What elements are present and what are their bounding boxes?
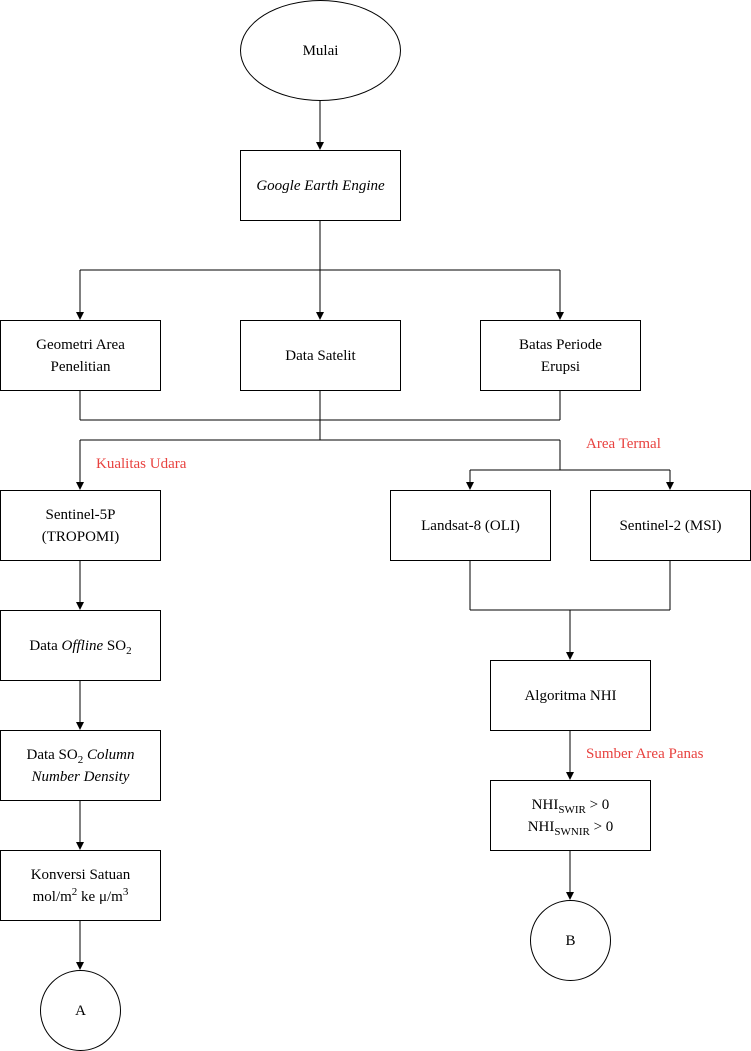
google-earth-engine-box: Google Earth Engine (240, 150, 401, 221)
konversi-mid: ke μ/m (77, 888, 123, 905)
colnum-sub: 2 (77, 753, 84, 766)
offline-italic: Offline (61, 637, 104, 654)
konversi-sup1: 2 (71, 885, 78, 898)
offline-sub: 2 (126, 644, 132, 657)
nhi-condition-box: NHISWIR > 0 NHISWNIR > 0 (490, 780, 651, 851)
algoritma-nhi-box: Algoritma NHI (490, 660, 651, 731)
konversi-satuan-box: Konversi Satuan mol/m2 ke μ/m3 (0, 850, 161, 921)
konversi-mol: mol/m (32, 888, 72, 905)
data-satelit-box: Data Satelit (240, 320, 401, 391)
start-terminal: Mulai (240, 0, 401, 101)
colnum-italic2: Number Density (31, 768, 130, 785)
start-label: Mulai (302, 42, 339, 59)
nhi-cond2: NHISWNIR > 0 (528, 816, 614, 838)
konversi-line1: Konversi Satuan (30, 866, 131, 883)
sumber-area-panas-label: Sumber Area Panas (586, 746, 704, 762)
sentinel2-label: Sentinel-2 (MSI) (619, 517, 722, 534)
connector-a-label: A (75, 1002, 86, 1019)
offline-label: Data Offline SO2 (29, 635, 131, 657)
gee-label: Google Earth Engine (256, 177, 385, 194)
connector-b-label: B (565, 932, 576, 949)
data-satelit-label: Data Satelit (285, 347, 356, 364)
geometri-label-line1: Geometri Area (36, 336, 125, 353)
nhi-cond1-base: NHI (531, 796, 559, 813)
nhi-cond1-rest: > 0 (585, 796, 610, 813)
column-number-density-box: Data SO2 Column Number Density (0, 730, 161, 801)
batas-periode-box: Batas Periode Erupsi (480, 320, 641, 391)
offline-pre: Data (29, 637, 62, 654)
area-termal-label: Area Termal (586, 436, 661, 452)
data-offline-so2-box: Data Offline SO2 (0, 610, 161, 681)
kualitas-udara-label: Kualitas Udara (96, 456, 187, 472)
colnum-line1: Data SO2 Column (26, 744, 134, 766)
batas-label-line1: Batas Periode (519, 336, 602, 353)
nhi-algo-label: Algoritma NHI (524, 687, 617, 704)
batas-label-line2: Erupsi (540, 358, 581, 375)
nhi-cond1: NHISWIR > 0 (528, 794, 614, 816)
nhi-cond2-base: NHI (527, 818, 555, 835)
geometri-label-line2: Penelitian (50, 358, 111, 375)
konversi-line2: mol/m2 ke μ/m3 (31, 886, 131, 908)
sentinel5p-label-line2: (TROPOMI) (41, 528, 120, 545)
colnum-italic1: Column (83, 746, 135, 763)
connector-a-circle: A (40, 970, 121, 1051)
landsat-8-box: Landsat-8 (OLI) (390, 490, 551, 561)
nhi-cond1-sub: SWIR (558, 803, 586, 816)
nhi-cond2-sub: SWNIR (554, 825, 590, 838)
sentinel5p-label-line1: Sentinel-5P (45, 506, 116, 523)
geometri-area-box: Geometri Area Penelitian (0, 320, 161, 391)
colnum-pre: Data SO (26, 746, 78, 763)
connector-b-circle: B (530, 900, 611, 981)
landsat-label: Landsat-8 (OLI) (421, 517, 520, 534)
sentinel-2-box: Sentinel-2 (MSI) (590, 490, 751, 561)
nhi-cond2-rest: > 0 (589, 818, 614, 835)
konversi-sup2: 3 (122, 885, 129, 898)
offline-so: SO (103, 637, 127, 654)
sentinel-5p-box: Sentinel-5P (TROPOMI) (0, 490, 161, 561)
